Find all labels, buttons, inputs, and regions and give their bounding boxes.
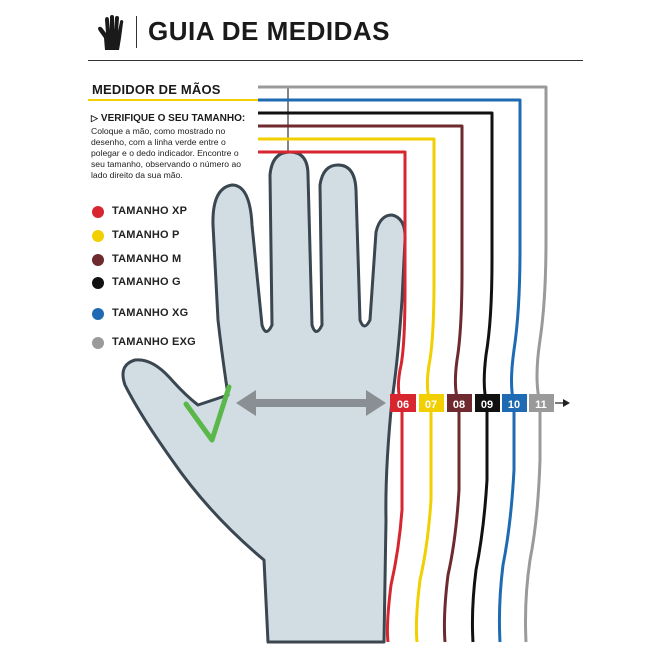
title-separator [136, 16, 137, 48]
legend-dot [92, 206, 104, 218]
title-divider [88, 60, 583, 61]
legend-label: TAMANHO XG [112, 307, 189, 319]
green-guide-line [183, 384, 232, 443]
triangle-bullet-icon: ▷ [91, 113, 98, 123]
page-title: GUIA DE MEDIDAS [148, 16, 390, 46]
size-box-07 [419, 394, 444, 412]
legend-label: TAMANHO EXG [112, 336, 196, 348]
section-title: MEDIDOR DE MÃOS [92, 82, 221, 97]
size-number-09: 09 [481, 399, 493, 411]
legend-dot [92, 230, 104, 242]
legend-dot [92, 308, 104, 320]
instructions-text: Coloque a mão, como mostrado no desenho,… [91, 126, 242, 180]
size-number-11: 11 [535, 399, 547, 411]
section-underline [88, 99, 248, 101]
size-box-11 [529, 394, 554, 412]
legend-label: TAMANHO P [112, 229, 180, 241]
size-number-08: 08 [453, 399, 465, 411]
size-box-10 [502, 394, 527, 412]
size-number-10: 10 [508, 399, 520, 411]
size-box-09 [475, 394, 500, 412]
verify-heading: ▷VERIFIQUE O SEU TAMANHO: [91, 113, 245, 124]
size-box-08 [447, 394, 472, 412]
legend-label: TAMANHO G [112, 276, 181, 288]
hand-icon [98, 15, 124, 50]
size-line-exg [258, 85, 548, 643]
verify-heading-text: VERIFIQUE O SEU TAMANHO: [100, 113, 246, 124]
number-bar-arrow-head [563, 399, 570, 407]
size-number-07: 07 [425, 399, 437, 411]
legend-label: TAMANHO M [112, 253, 182, 265]
legend-dot [92, 254, 104, 266]
legend-label: TAMANHO XP [112, 205, 188, 217]
width-arrow [236, 390, 386, 416]
size-number-06: 06 [397, 399, 409, 411]
legend-dot [92, 277, 104, 289]
number-bar: 06 07 08 09 10 11 [390, 394, 554, 412]
size-box-06 [390, 394, 416, 412]
hand-silhouette [121, 150, 407, 644]
legend-dot [92, 337, 104, 349]
